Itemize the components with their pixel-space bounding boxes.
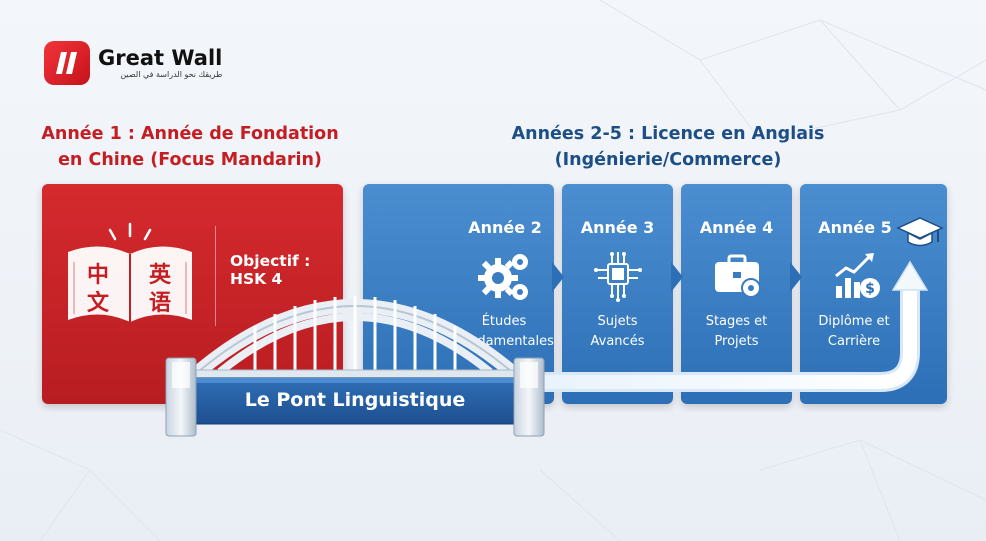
book-char-2: 英 — [149, 263, 172, 288]
desc-line: Carrière — [827, 334, 881, 349]
chip-icon — [594, 252, 642, 302]
logo-mark-icon — [44, 41, 90, 85]
year5-title: Année 5 — [818, 218, 892, 237]
chevron-right-icon — [671, 262, 683, 292]
year5-description: Diplôme et Carrière — [798, 312, 910, 352]
brand-name: Great Wall — [98, 45, 223, 70]
year1-heading: Année 1 : Année de Fondation en Chine (F… — [40, 121, 340, 173]
years-2-5-heading: Années 2-5 : Licence en Anglais (Ingénie… — [478, 121, 858, 173]
desc-line: Diplôme et — [818, 314, 890, 329]
year4-title: Année 4 — [699, 218, 774, 237]
graduation-cap-icon — [896, 217, 944, 247]
desc-line: Avancés — [590, 334, 645, 349]
gears-icon — [478, 254, 528, 300]
year4-description: Stages et Projets — [681, 312, 792, 352]
year3-description: Sujets Avancés — [562, 312, 673, 352]
year1-heading-line1: Année 1 : Année de Fondation — [41, 124, 339, 144]
book-char-3: 文 — [87, 290, 110, 316]
year4-panel — [681, 184, 792, 404]
objective-text: Objectif : HSK 4 — [230, 252, 311, 288]
growth-chart-icon: $ — [835, 253, 880, 298]
book-char-1: 中 — [87, 263, 109, 288]
briefcase-icon — [715, 254, 761, 298]
svg-text:$: $ — [865, 281, 875, 297]
years-heading-line2: (Ingénierie/Commerce) — [554, 150, 782, 170]
year3-title: Année 3 — [580, 218, 655, 237]
panel-divider — [215, 226, 216, 326]
book-char-4: 语 — [149, 291, 171, 316]
years-heading-line1: Années 2-5 : Licence en Anglais — [511, 124, 825, 144]
bridge-label: Le Pont Linguistique — [244, 389, 466, 411]
bridge-illustration — [165, 296, 545, 437]
desc-line: Stages et — [705, 314, 768, 329]
chevron-right-icon — [790, 262, 802, 292]
year2-title: Année 2 — [468, 218, 542, 237]
chevron-right-icon — [552, 262, 564, 292]
year1-heading-line2: en Chine (Focus Mandarin) — [58, 150, 322, 170]
brand-tagline: طريقك نحو الدراسة في الصين — [120, 69, 223, 79]
open-book-icon: 中 英 文 语 — [68, 222, 192, 322]
desc-line: Sujets — [597, 314, 638, 329]
desc-line: Projets — [714, 334, 759, 349]
brand-logo: Great Wall طريقك نحو الدراسة في الصين — [44, 41, 222, 85]
desc-line: Études — [481, 314, 527, 329]
